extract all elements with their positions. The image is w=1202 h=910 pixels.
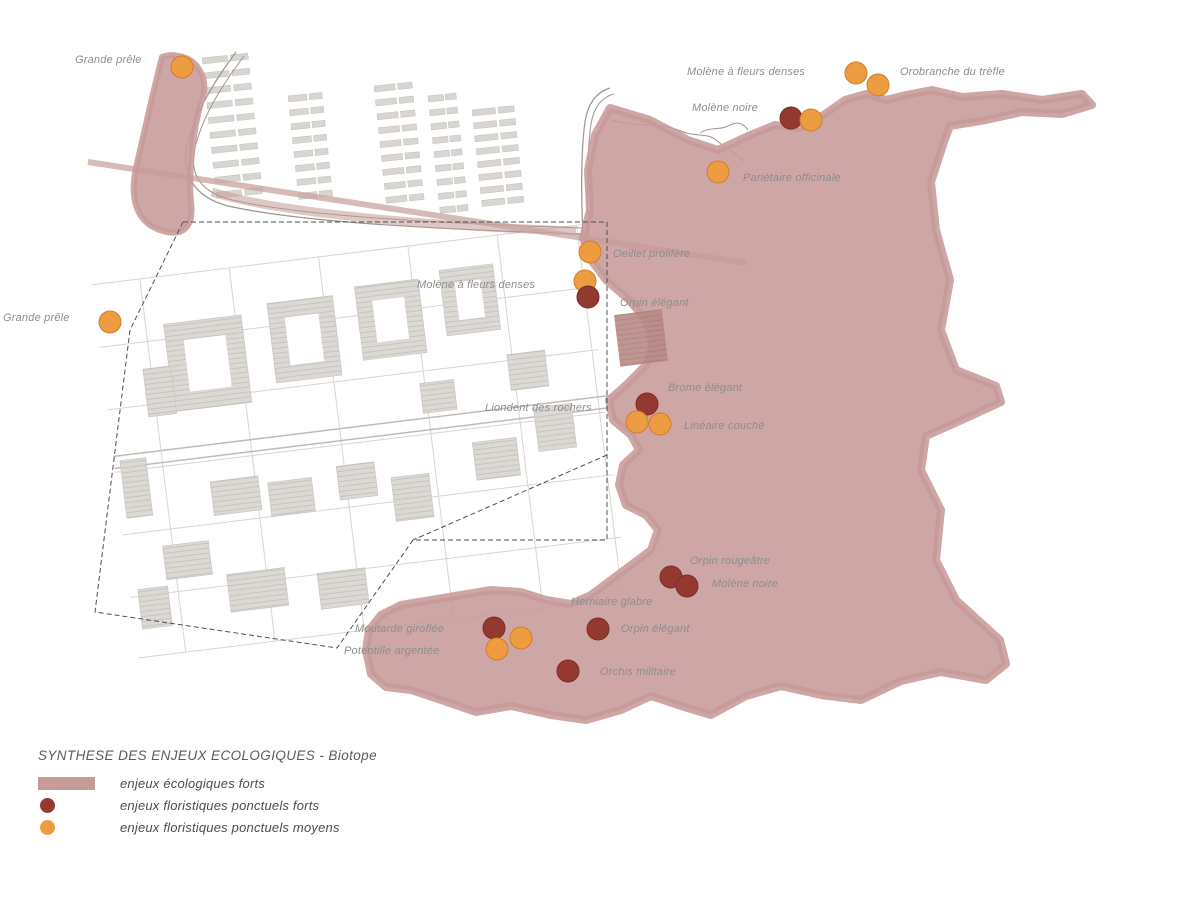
legend-icon-medium xyxy=(38,819,120,835)
ecological-zone-west xyxy=(130,52,208,236)
strip-cluster xyxy=(201,52,263,199)
building-in-zone xyxy=(614,309,668,367)
study-perimeter-dashed xyxy=(94,221,608,649)
legend-icon-zone xyxy=(38,776,120,790)
legend-label: enjeux floristiques ponctuels moyens xyxy=(120,819,340,835)
legend-label: enjeux floristiques ponctuels forts xyxy=(120,797,320,813)
legend-item: enjeux écologiques forts xyxy=(38,772,377,794)
strip-cluster xyxy=(471,105,525,207)
strip-cluster xyxy=(287,92,333,200)
legend-title: SYNTHESE DES ENJEUX ECOLOGIQUES - Biotop… xyxy=(38,748,377,763)
legend-item: enjeux floristiques ponctuels moyens xyxy=(38,816,377,838)
boulevard-lines xyxy=(113,394,614,470)
zone-swatch xyxy=(38,776,95,790)
strip-cluster xyxy=(427,92,469,214)
legend-item: enjeux floristiques ponctuels forts xyxy=(38,794,377,816)
urban-grid xyxy=(92,224,629,659)
legend: SYNTHESE DES ENJEUX ECOLOGIQUES - Biotop… xyxy=(38,748,377,838)
strip-cluster xyxy=(373,81,425,204)
legend-rows: enjeux écologiques forts enjeux floristiq… xyxy=(38,772,377,838)
legend-icon-strong xyxy=(38,797,120,813)
legend-label: enjeux écologiques forts xyxy=(120,775,266,791)
medium-dot-swatch xyxy=(40,819,55,835)
ecological-zone-main xyxy=(362,86,1096,724)
strong-dot-swatch xyxy=(40,797,55,813)
courtyards xyxy=(183,279,486,392)
